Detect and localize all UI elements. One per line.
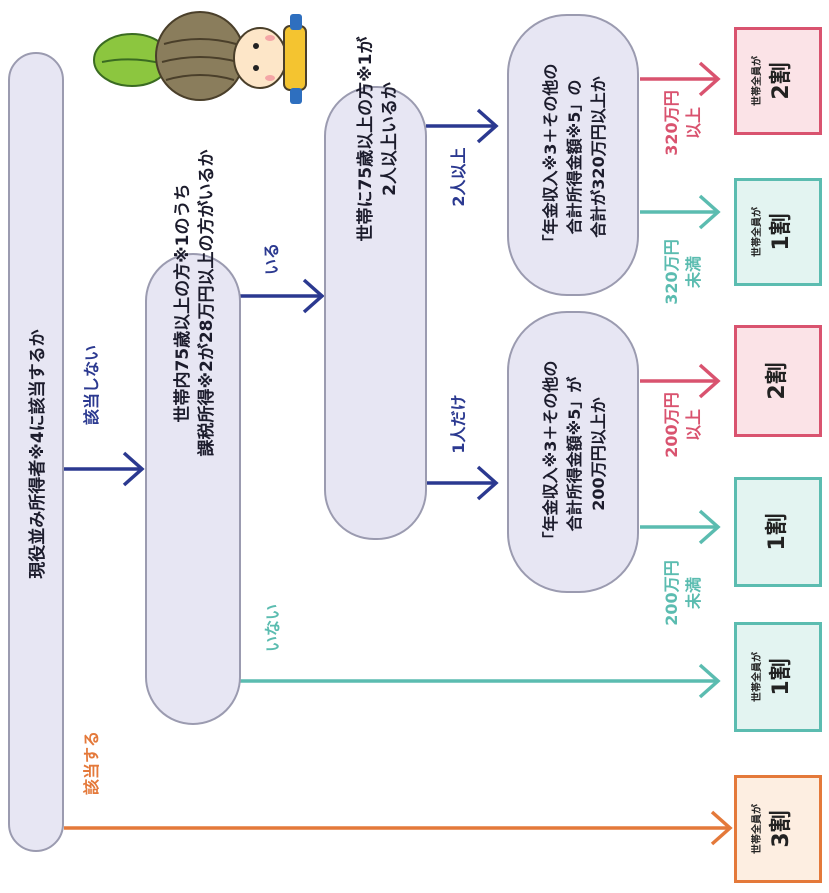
node-income-200-text: 「年金収入※3＋その他の 合計所得金額※5」が 200万円以上か <box>539 313 611 595</box>
result-3wari-small: 世帯全員が <box>752 804 763 854</box>
label-one-only: 1人だけ <box>449 394 468 454</box>
label-under-320: 320万円 未満 <box>661 227 705 317</box>
label-none: いない <box>263 604 282 653</box>
result-1wari-200-text: 1割 <box>742 476 814 588</box>
label-over-320-line2: 以上 <box>684 107 703 140</box>
node-75plus-line2: 2人以上いるか <box>380 82 400 196</box>
result-2wari-200: 2割 <box>734 325 822 437</box>
node-genyaku-text: 現役並み所得者※4に該当するか <box>28 329 48 579</box>
node-income-320: 「年金収入※3＋その他の 合計所得金額※5」の 合計が320万円以上か <box>507 14 639 296</box>
result-1wari-none-text: 世帯全員が 1割 <box>742 621 814 733</box>
label-applies: 該当する <box>82 731 101 796</box>
label-over-320: 320万円 以上 <box>661 78 705 168</box>
node-kazei-shotoku: 世帯内75歳以上の方※1のうち 課税所得※2が28万円以上の方がいるか <box>145 150 241 725</box>
label-over-200-line2: 以上 <box>684 409 703 442</box>
result-2wari-320: 世帯全員が 2割 <box>734 27 822 135</box>
label-exists: いる <box>262 243 281 276</box>
result-2wari-320-text: 世帯全員が 2割 <box>742 25 814 137</box>
node-income-320-line1: 「年金収入※3＋その他の <box>541 63 560 251</box>
node-75plus-line1: 世帯に75歳以上の方※1が <box>356 36 376 242</box>
result-3wari-text: 世帯全員が 3割 <box>742 773 814 885</box>
node-genyaku: 現役並み所得者※4に該当するか <box>8 52 64 852</box>
node-kazei-text: 世帯内75歳以上の方※1のうち 課税所得※2が28万円以上の方がいるか <box>171 67 219 539</box>
result-1wari-320-text: 世帯全員が 1割 <box>742 176 814 288</box>
result-1wari-320: 世帯全員が 1割 <box>734 178 822 286</box>
result-2wari-200-big: 2割 <box>765 362 790 400</box>
result-2wari-320-big: 2割 <box>769 62 794 100</box>
label-over-200-line1: 200万円 <box>662 392 681 458</box>
label-over-320-line1: 320万円 <box>662 90 681 156</box>
result-1wari-320-small: 世帯全員が <box>752 207 763 257</box>
node-income-200-line2: 合計所得金額※5」が <box>565 376 584 532</box>
node-75plus-count: 世帯に75歳以上の方※1が 2人以上いるか <box>324 37 427 540</box>
node-income-320-line3: 合計が320万円以上か <box>589 76 608 238</box>
label-under-320-line1: 320万円 <box>662 239 681 305</box>
result-1wari-none-big: 1割 <box>769 658 794 696</box>
label-over-200: 200万円 以上 <box>661 380 705 470</box>
node-income-200: 「年金収入※3＋その他の 合計所得金額※5」が 200万円以上か <box>507 311 639 593</box>
node-kazei-line1: 世帯内75歳以上の方※1のうち <box>173 183 193 423</box>
node-income-320-line2: 合計所得金額※5」の <box>565 79 584 235</box>
label-under-320-line2: 未満 <box>684 256 703 289</box>
node-kazei-line2: 課税所得※2が28万円以上の方がいるか <box>197 149 217 457</box>
label-under-200-line1: 200万円 <box>662 560 681 626</box>
result-3wari: 世帯全員が 3割 <box>734 775 822 883</box>
node-income-200-line1: 「年金収入※3＋その他の <box>541 360 560 548</box>
result-3wari-big: 3割 <box>769 810 794 848</box>
mascot-illustration <box>93 11 307 104</box>
result-1wari-none-small: 世帯全員が <box>752 652 763 702</box>
result-2wari-200-text: 2割 <box>742 325 814 437</box>
result-1wari-none: 世帯全員が 1割 <box>734 622 822 732</box>
node-income-320-text: 「年金収入※3＋その他の 合計所得金額※5」の 合計が320万円以上か <box>539 16 611 298</box>
result-2wari-320-small: 世帯全員が <box>752 56 763 106</box>
result-1wari-200: 1割 <box>734 477 822 587</box>
node-income-200-line3: 200万円以上か <box>589 397 608 511</box>
label-under-200: 200万円 未満 <box>661 548 705 638</box>
label-not-applies: 該当しない <box>82 345 101 426</box>
result-1wari-200-big: 1割 <box>765 513 790 551</box>
label-under-200-line2: 未満 <box>684 577 703 610</box>
result-1wari-320-big: 1割 <box>769 213 794 251</box>
node-75plus-text: 世帯に75歳以上の方※1が 2人以上いるか <box>354 0 402 366</box>
label-two-plus: 2人以上 <box>449 147 468 207</box>
